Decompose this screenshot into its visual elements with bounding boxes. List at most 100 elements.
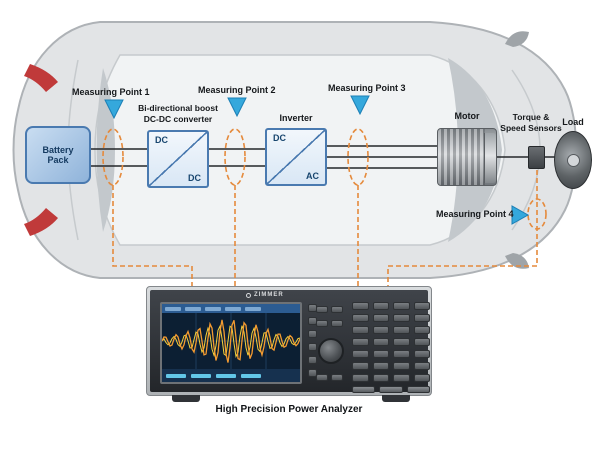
- inverter-input-label: DC: [273, 133, 286, 143]
- zimmer-logo-icon: [246, 292, 251, 298]
- power-wires: [91, 145, 556, 169]
- analyzer-button: [205, 306, 221, 311]
- analyzer-button: [372, 374, 389, 382]
- load-flywheel: [554, 131, 592, 189]
- analyzer-button: [316, 306, 328, 313]
- analyzer-button: [393, 302, 410, 310]
- analyzer-button: [413, 302, 430, 310]
- analyzer-button: [308, 369, 317, 377]
- analyzer-button: [372, 362, 389, 370]
- analyzer-button: [352, 326, 369, 334]
- analyzer-button: [372, 314, 389, 322]
- measuring-point-4-label: Measuring Point 4: [436, 209, 514, 219]
- analyzer-button: [352, 374, 369, 382]
- analyzer-button: [225, 306, 241, 311]
- analyzer-screen: [160, 302, 302, 384]
- torque-speed-sensor: [528, 146, 545, 169]
- battery-pack-label: Battery Pack: [42, 145, 74, 165]
- analyzer-button: [308, 356, 317, 364]
- side-mirror-top: [505, 31, 529, 47]
- measuring-point-4-arrow-icon: [511, 205, 530, 225]
- analyzer-button: [413, 374, 430, 382]
- motor: [437, 128, 497, 186]
- analyzer-button: [372, 302, 389, 310]
- analyzer-button: [413, 350, 430, 358]
- taillight-left-top: [24, 64, 58, 92]
- dcdc-converter: DC DC: [147, 130, 209, 188]
- analyzer-button: [166, 373, 186, 378]
- probe-ellipse-2: [224, 128, 246, 186]
- dcdc-output-label: DC: [188, 173, 201, 183]
- analyzer-button: [241, 373, 261, 378]
- waveform-plot: [162, 313, 300, 369]
- analyzer-button: [165, 306, 181, 311]
- analyzer-button: [245, 306, 261, 311]
- analyzer-caption: High Precision Power Analyzer: [215, 404, 363, 415]
- load-hub: [567, 154, 580, 167]
- probe-ellipse-3: [347, 128, 369, 186]
- analyzer-button: [393, 314, 410, 322]
- analyzer-button: [372, 350, 389, 358]
- motor-end-cap: [484, 133, 496, 183]
- analyzer-button: [308, 343, 317, 351]
- analyzer-brand-text: ZIMMER: [254, 292, 284, 298]
- motor-label: Motor: [454, 111, 480, 121]
- analyzer-bottom-row: [352, 386, 430, 393]
- dcdc-converter-title: Bi-directional boost DC-DC converter: [138, 103, 218, 124]
- analyzer-button: [413, 362, 430, 370]
- analyzer-button: [413, 338, 430, 346]
- measuring-point-3-label: Measuring Point 3: [328, 83, 406, 93]
- analyzer-foot: [172, 395, 200, 402]
- probe-ellipse-1: [102, 128, 124, 186]
- analyzer-button: [393, 350, 410, 358]
- analyzer-button: [331, 374, 343, 381]
- analyzer-button: [308, 330, 317, 338]
- analyzer-button: [393, 362, 410, 370]
- analyzer-button: [352, 362, 369, 370]
- analyzer-button: [352, 314, 369, 322]
- waveform-display: [162, 313, 300, 369]
- power-analyzer: ZIMMER: [146, 286, 432, 396]
- inverter-output-label: AC: [306, 171, 319, 181]
- analyzer-button: [316, 320, 328, 327]
- analyzer-button: [393, 338, 410, 346]
- inverter: DC AC: [265, 128, 327, 186]
- side-mirror-bottom: [505, 253, 529, 269]
- analyzer-button: [372, 338, 389, 346]
- analyzer-button: [216, 373, 236, 378]
- taillight-left-bottom: [24, 208, 58, 236]
- analyzer-button: [393, 374, 410, 382]
- measuring-point-2-arrow-icon: [227, 97, 247, 118]
- analyzer-button: [372, 326, 389, 334]
- sensors-label: Torque & Speed Sensors: [500, 112, 562, 133]
- analyzer-foot: [382, 395, 410, 402]
- analyzer-keypad: [352, 302, 430, 382]
- analyzer-button: [406, 386, 430, 393]
- analyzer-button: [413, 314, 430, 322]
- analyzer-button: [185, 306, 201, 311]
- analyzer-button: [393, 326, 410, 334]
- screen-info-bar: [162, 369, 300, 382]
- rotary-knob: [318, 338, 344, 364]
- measuring-point-2-label: Measuring Point 2: [198, 85, 276, 95]
- battery-pack: Battery Pack: [25, 126, 91, 184]
- probe-route-4: [387, 170, 538, 287]
- dcdc-input-label: DC: [155, 135, 168, 145]
- measuring-point-3-arrow-icon: [350, 95, 370, 116]
- analyzer-brand: ZIMMER: [246, 292, 284, 298]
- analyzer-button: [352, 350, 369, 358]
- analyzer-softkeys: [308, 304, 317, 377]
- analyzer-button: [352, 386, 376, 393]
- analyzer-button: [331, 306, 343, 313]
- analyzer-button: [316, 374, 328, 381]
- analyzer-button: [352, 302, 369, 310]
- dashed-connections: [102, 128, 547, 287]
- waveform-trace-orange: [162, 319, 300, 363]
- probe-route-1: [112, 185, 193, 287]
- screen-menu-bar: [162, 304, 300, 313]
- measuring-point-1-arrow-icon: [104, 99, 124, 120]
- measuring-point-markers: [104, 95, 530, 225]
- analyzer-button: [413, 326, 430, 334]
- motor-ribs: [438, 129, 485, 185]
